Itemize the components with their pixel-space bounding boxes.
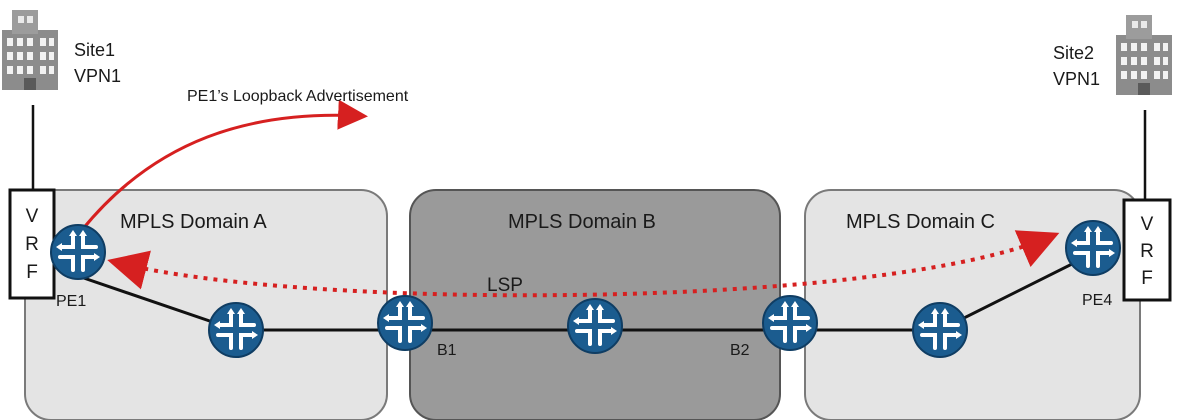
router-label-pe1: PE1 [56,293,86,310]
svg-text:R: R [25,234,39,255]
router-icon [49,223,107,281]
domain-a-label: MPLS Domain A [120,211,267,233]
lsp-arrow [107,230,1060,298]
site1-vpn: VPN1 [74,66,121,86]
router-label-pe4: PE4 [1082,292,1112,309]
router-icon [911,301,969,359]
loopback-advertisement-arrow [80,99,368,231]
domain-c-label: MPLS Domain C [846,211,995,233]
vrf-right: V R F [1122,198,1172,302]
site2-name: Site2 [1053,43,1094,63]
loopback-advertisement-label: PE1’s Loopback Advertisement [187,88,409,105]
lsp-label: LSP [487,275,523,296]
router-icon [1064,219,1122,277]
router-icon [566,297,624,355]
router-icon [207,301,265,359]
building-icon [2,10,58,90]
site1-name: Site1 [74,40,115,60]
vrf-left: V R F [8,188,56,300]
domain-b-label: MPLS Domain B [508,211,656,233]
svg-text:V: V [1141,214,1154,235]
svg-text:F: F [26,262,38,283]
svg-text:R: R [1140,241,1154,262]
router-icon [376,294,434,352]
router-label-b1: B1 [437,342,457,359]
router-icon [761,294,819,352]
building-icon [1116,15,1172,95]
site2-vpn: VPN1 [1053,69,1100,89]
svg-text:F: F [1141,268,1153,289]
router-label-b2: B2 [730,342,750,359]
svg-text:V: V [26,206,39,227]
